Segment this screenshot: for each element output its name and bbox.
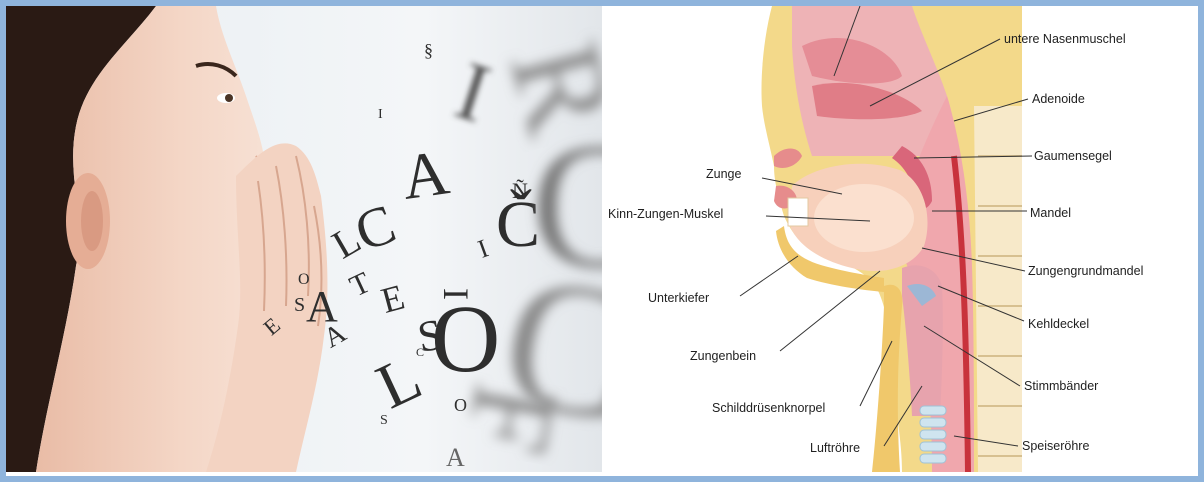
letter-18: I (436, 288, 476, 300)
letter-26: C (416, 345, 424, 359)
label-zungenbein: Zungenbein (690, 349, 756, 363)
label-stimmbaender: Stimmbänder (1024, 379, 1098, 393)
letter-13: O (298, 271, 310, 288)
whispering-woman-photo: § I A I C Č C I L E T A O S S L O I O S … (6, 6, 602, 472)
label-speiseroehre: Speiseröhre (1022, 439, 1089, 453)
photo-illustration: § I A I C Č C I L E T A O S S L O I O S … (6, 6, 602, 472)
letter-8: I (474, 234, 492, 264)
label-schilddruesenknorpel: Schilddrüsenknorpel (712, 401, 825, 415)
label-luftroehre: Luftröhre (810, 441, 860, 455)
anatomy-illustration: untere Nasenmuschel Adenoide Gaumensegel… (602, 6, 1198, 472)
label-adenoide: Adenoide (1032, 92, 1085, 106)
letter-2: I (378, 107, 383, 122)
letter-1: § (424, 40, 433, 60)
letter-11: T (345, 266, 376, 304)
spine-vertebrae (974, 106, 1022, 472)
throat-anatomy-diagram: untere Nasenmuschel Adenoide Gaumensegel… (602, 6, 1198, 472)
trachea-rings (920, 406, 946, 463)
label-gaumensegel: Gaumensegel (1034, 149, 1112, 163)
label-zungengrundmandel: Zungengrundmandel (1028, 264, 1143, 278)
letter-21: A (446, 443, 465, 472)
label-zunge: Zunge (706, 167, 741, 181)
letter-3: A (397, 136, 453, 213)
letter-20: S (380, 413, 388, 428)
label-unterkiefer: Unterkiefer (648, 291, 709, 305)
thyroid-cartilage (872, 285, 902, 472)
label-kehldeckel: Kehldeckel (1028, 317, 1089, 331)
letter-28: Ñ (512, 178, 528, 203)
label-kinn-zungen-muskel: Kinn-Zungen-Muskel (608, 207, 723, 221)
letter-10: E (377, 276, 409, 320)
letter-14: S (294, 294, 305, 316)
label-untere-nasenmuschel: untere Nasenmuschel (1004, 32, 1126, 46)
label-mandel: Mandel (1030, 206, 1071, 220)
